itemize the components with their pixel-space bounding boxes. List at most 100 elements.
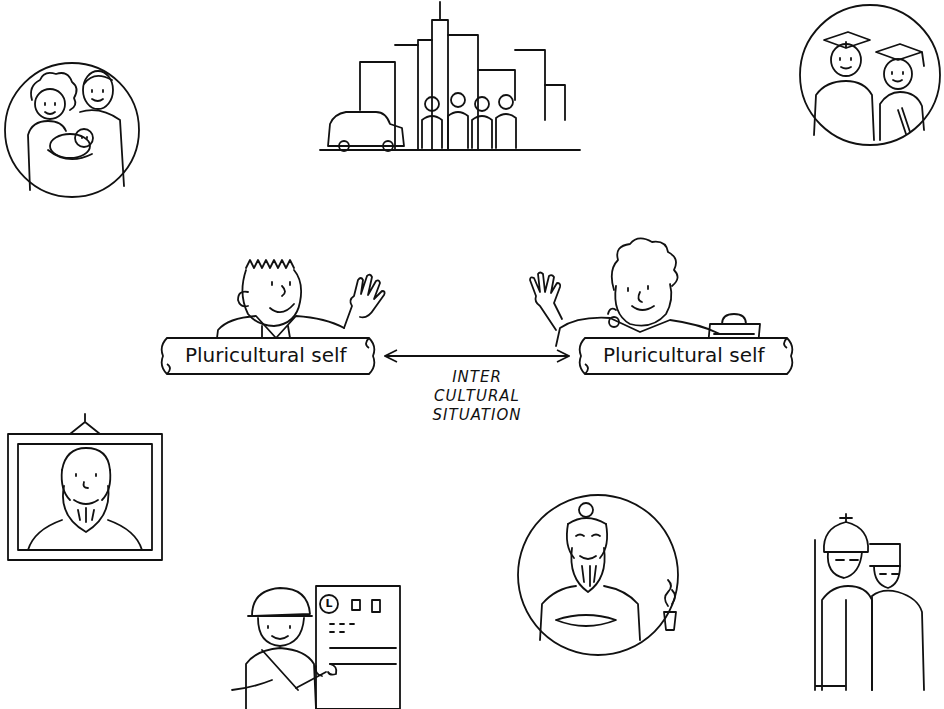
sketch-line <box>840 514 852 522</box>
sketch-line <box>344 275 385 328</box>
sketch-line <box>615 284 671 326</box>
sketch-line <box>28 121 66 190</box>
sketch-line <box>814 81 874 140</box>
sketch-line <box>31 73 77 110</box>
sketch-line <box>246 648 316 709</box>
sketch-line <box>518 495 678 655</box>
framed-portrait <box>8 414 162 560</box>
sketch-line <box>475 97 489 111</box>
sketch-line <box>579 503 593 517</box>
man-figure <box>216 260 385 346</box>
sketch-line <box>451 93 465 107</box>
sketch-line <box>448 112 468 148</box>
sketch-line <box>242 270 301 326</box>
sketch-line <box>62 448 110 470</box>
sketch-line <box>70 414 100 434</box>
banner-node: Pluricultural self <box>575 336 797 376</box>
sketch-line <box>246 260 294 268</box>
city-skyline <box>320 2 580 151</box>
sketch-line <box>268 626 290 639</box>
sketch-line <box>540 586 640 640</box>
sketch-line <box>530 273 562 331</box>
sketch-line <box>35 89 65 119</box>
sketch-line <box>432 20 448 150</box>
sketch-line <box>270 282 294 312</box>
sketch-line <box>892 72 903 82</box>
sketch-line <box>628 286 654 310</box>
monk-vignette <box>518 495 678 655</box>
sketch-line <box>496 114 516 148</box>
sketch-line <box>824 522 868 552</box>
sketch-line <box>352 600 380 612</box>
graduates-vignette <box>800 5 940 145</box>
sketch-line <box>63 486 109 532</box>
sketch-line <box>395 44 418 46</box>
sketch-line <box>238 292 248 307</box>
panel-letter: L <box>325 598 332 610</box>
sketch-line <box>576 535 600 537</box>
sketch-line <box>84 76 112 84</box>
sketch-line <box>316 586 400 709</box>
sketch-line <box>339 141 349 151</box>
sketch-line <box>845 600 847 690</box>
sketch-line <box>664 580 676 630</box>
sketch-line <box>568 518 606 524</box>
sketch-line <box>330 648 396 664</box>
sketch-line <box>515 50 545 120</box>
sketch-line <box>418 40 432 150</box>
sketch-line <box>870 544 900 566</box>
sketch-line <box>75 129 93 147</box>
sketch-line <box>330 624 354 632</box>
node-label: Pluricultural self <box>603 343 769 367</box>
sketch-line <box>360 62 395 150</box>
sketch-line <box>439 2 441 20</box>
sketch-line <box>320 595 338 613</box>
sketch-line <box>83 71 113 109</box>
family-vignette <box>5 63 139 197</box>
sketch-line <box>836 559 858 561</box>
sketch-line <box>898 108 910 134</box>
sketch-line <box>448 35 478 150</box>
sketch-line <box>328 112 404 146</box>
banner-outline-path <box>162 338 375 374</box>
sketch-line <box>18 444 152 550</box>
woman-figure <box>530 238 760 346</box>
sketch-line <box>45 103 55 114</box>
banner-node: Pluricultural self <box>157 336 379 376</box>
sketch-line <box>815 540 845 690</box>
sketch-line <box>92 90 103 101</box>
sketch-line <box>422 116 442 148</box>
clergy-figures <box>815 514 924 690</box>
sketch-line <box>884 59 912 89</box>
sketch-line <box>383 141 393 151</box>
sketch-line <box>258 618 304 646</box>
sketch-line <box>840 58 851 69</box>
sketch-line <box>472 116 492 148</box>
sketch-line <box>5 63 139 197</box>
sketch-line <box>612 238 678 290</box>
sketch-line <box>828 552 862 578</box>
sketch-line <box>8 434 162 560</box>
sketch-line <box>880 92 924 140</box>
sketch-line <box>76 474 96 488</box>
sketch-line <box>248 588 312 616</box>
banner-outline-path <box>580 338 793 374</box>
sketch-line <box>822 586 872 690</box>
sketch-line <box>82 137 87 138</box>
sketch-line <box>567 524 607 558</box>
sketch-line <box>320 149 580 151</box>
sketch-line <box>28 520 142 550</box>
sketch-line <box>831 44 861 76</box>
sketch-line <box>874 566 900 588</box>
worker-figure <box>232 586 400 709</box>
sketch-line <box>232 650 298 690</box>
sketch-line <box>499 95 513 109</box>
sketch-line <box>824 32 870 48</box>
sketch-line <box>876 44 924 66</box>
sketch-line <box>872 591 924 690</box>
node-label: Pluricultural self <box>185 343 351 367</box>
edge-label: INTER CULTURAL SITUATION <box>430 368 525 425</box>
